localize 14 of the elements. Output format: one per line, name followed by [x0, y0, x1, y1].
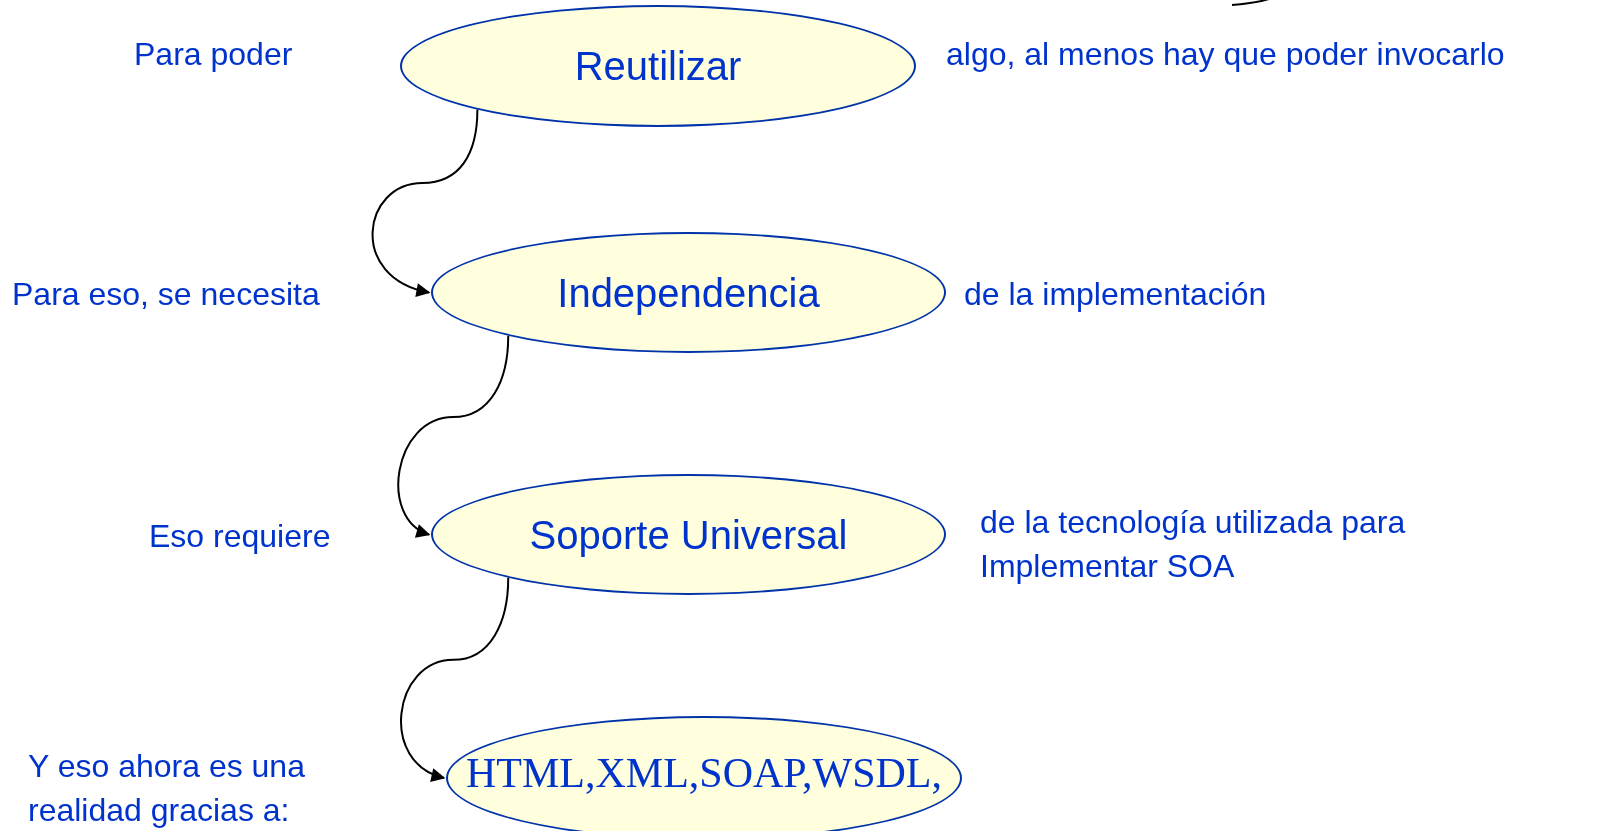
node-label: HTML,XML,SOAP,WSDL,: [466, 748, 942, 798]
side-text: de la implementación: [964, 275, 1268, 314]
side-text: algo, al menos hay que poder invocarlo: [946, 35, 1506, 74]
node-label: Independencia: [557, 269, 820, 317]
side-text: Para poder: [134, 35, 294, 74]
side-text: Eso requiere: [149, 517, 332, 556]
side-text: Para eso, se necesita: [12, 275, 321, 314]
side-text: Y eso ahora es una realidad gracias a:: [28, 747, 306, 830]
node-label: Reutilizar: [574, 43, 742, 90]
node-label: Soporte Universal: [529, 511, 848, 559]
curved-arrow: [400, 576, 510, 781]
curved-arrow: [371, 108, 479, 296]
side-text: de la tecnología utilizada para Implementar SOA: [980, 503, 1407, 586]
curved-arrow: [397, 334, 510, 536]
